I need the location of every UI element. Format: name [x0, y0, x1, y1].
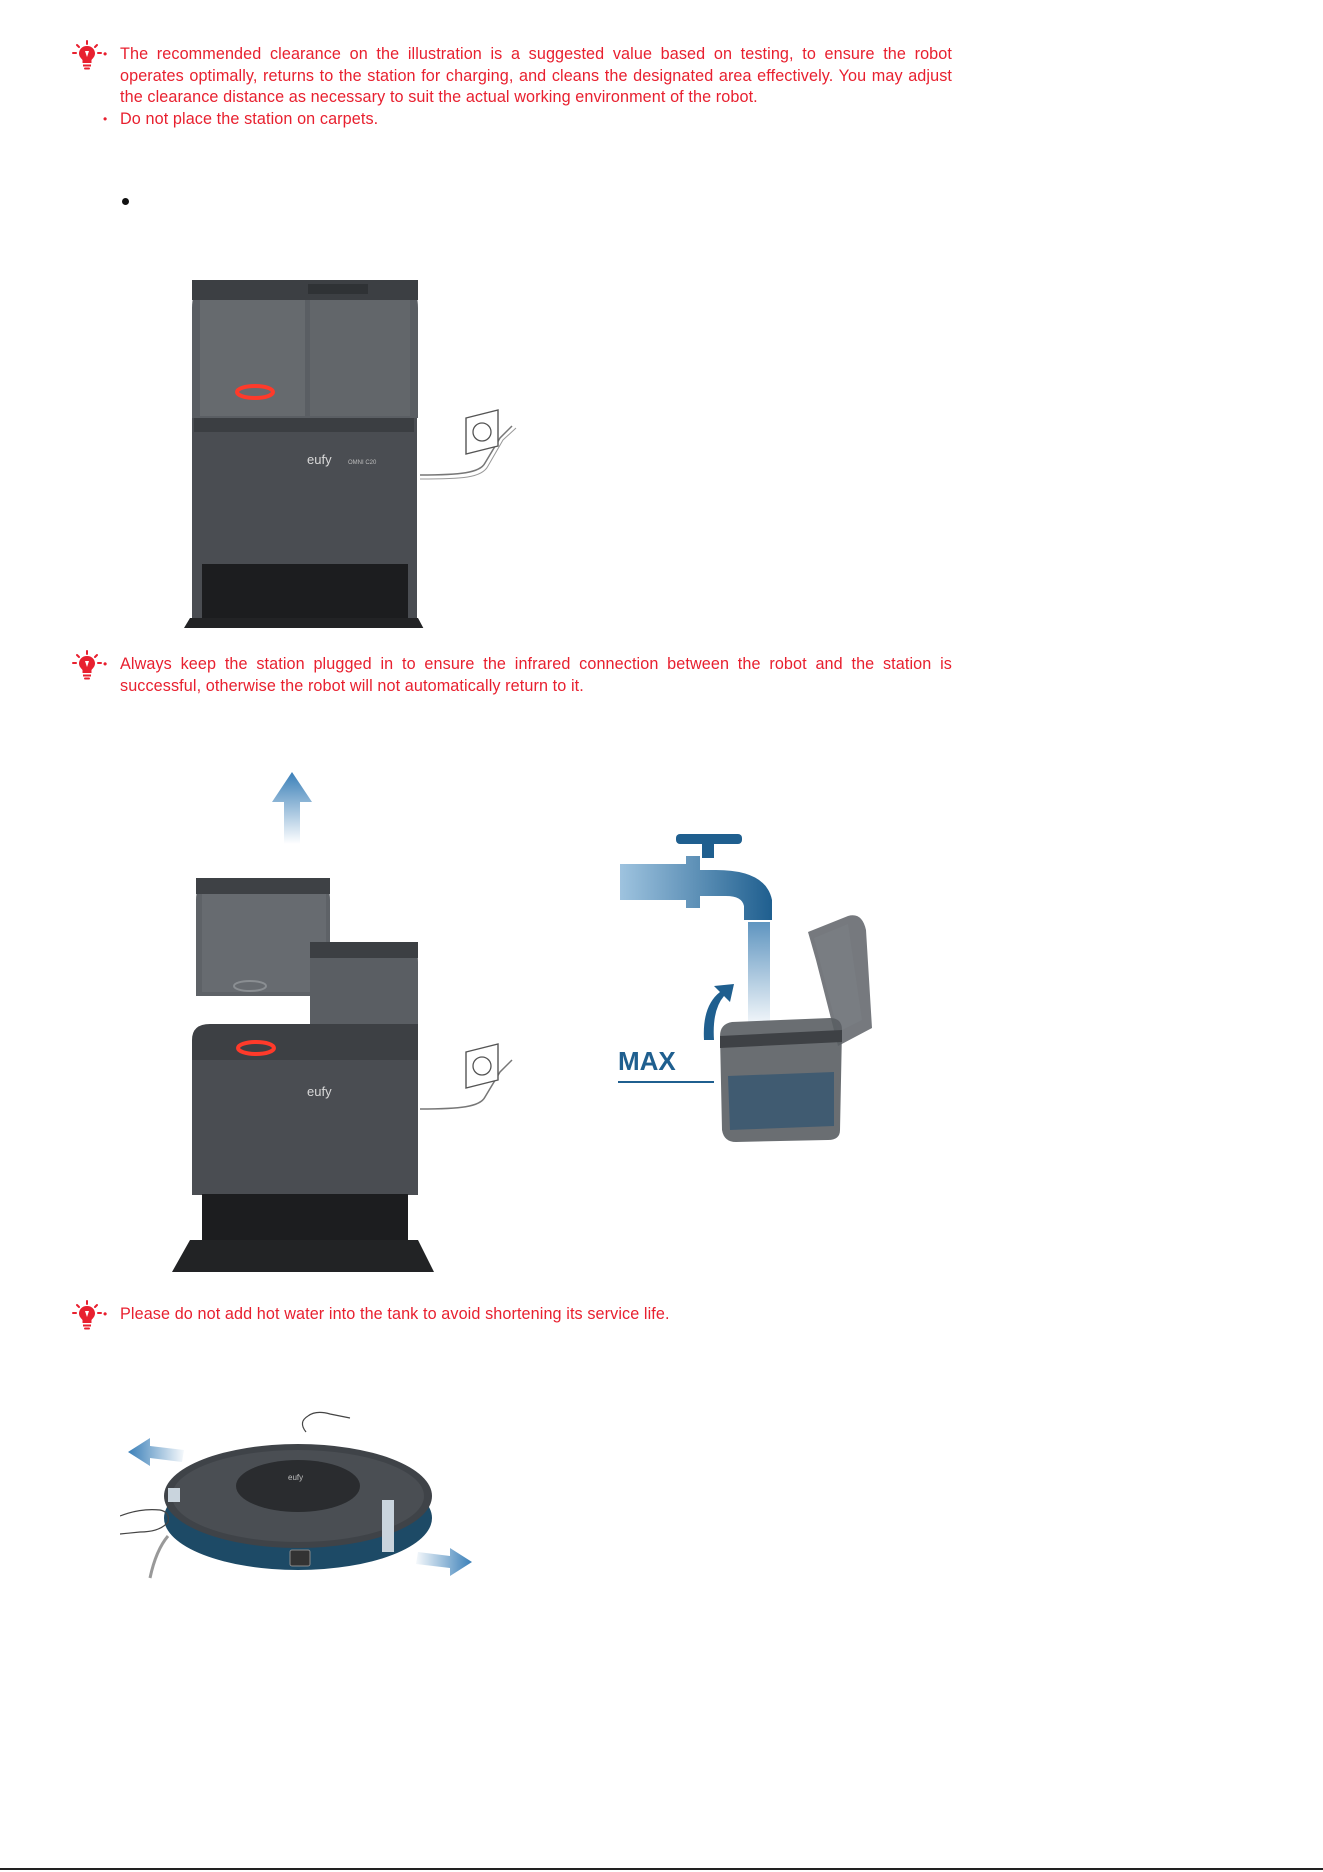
- plug-note: Always keep the station plugged in to en…: [72, 650, 952, 697]
- water-note-item: Please do not add hot water into the tan…: [103, 1304, 952, 1326]
- wall-socket-icon: [465, 1043, 499, 1089]
- clearance-note: The recommended clearance on the illustr…: [72, 40, 952, 130]
- tank-max-label: MAX: [618, 1046, 676, 1076]
- clearance-note-list: The recommended clearance on the illustr…: [72, 44, 952, 130]
- lightbulb-warning-icon: [72, 40, 102, 70]
- water-note: Please do not add hot water into the tan…: [72, 1300, 952, 1330]
- carpet-note-item: Do not place the station on carpets.: [103, 109, 952, 131]
- plug-note-item: Always keep the station plugged in to en…: [103, 654, 952, 697]
- station-tank-removed-illustration: eufy: [172, 772, 513, 1272]
- curved-arrow-icon: [703, 984, 734, 1040]
- lightbulb-warning-icon: [72, 650, 102, 680]
- faucet-fill-illustration: MAX: [618, 834, 872, 1142]
- lightbulb-warning-icon: [72, 1300, 102, 1330]
- robot-logo: eufy: [288, 1473, 303, 1482]
- station-plugged-illustration: eufy OMNI C20: [184, 280, 517, 628]
- page-bottom-rule: [0, 1868, 1323, 1870]
- arrow-right-icon: [416, 1548, 472, 1576]
- station-logo-2: eufy: [307, 1084, 332, 1099]
- arrow-left-icon: [128, 1438, 184, 1466]
- robot-bumper-illustration: eufy: [120, 1411, 472, 1579]
- water-note-list: Please do not add hot water into the tan…: [72, 1304, 952, 1326]
- station-model: OMNI C20: [348, 460, 377, 466]
- bullet-dot: [122, 198, 129, 205]
- clearance-note-item: The recommended clearance on the illustr…: [103, 44, 952, 109]
- plug-note-list: Always keep the station plugged in to en…: [72, 654, 952, 697]
- arrow-up-icon: [272, 772, 312, 844]
- wall-socket-icon: [465, 409, 499, 455]
- station-logo: eufy: [307, 452, 332, 467]
